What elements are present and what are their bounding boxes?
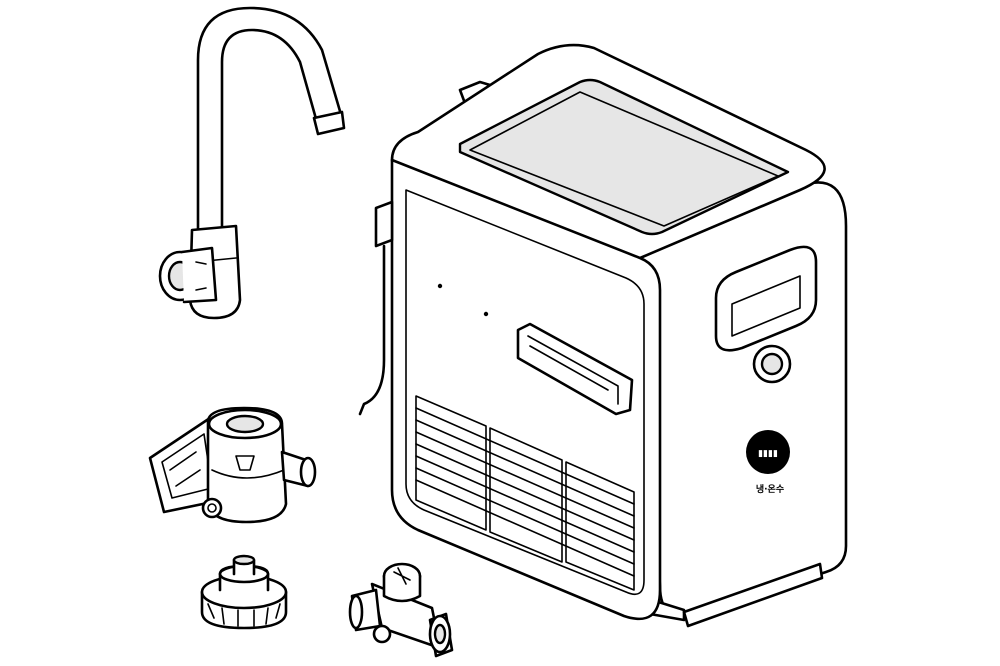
badge-caption: 냉·온수 [756, 483, 784, 495]
brand-badge: ▮▮▮▮ 냉·온수 [746, 430, 790, 495]
filter-cap [200, 554, 288, 630]
filter-head-bracket [148, 406, 317, 524]
faucet [158, 6, 346, 320]
water-purifier-unit: ▮▮▮▮ 냉·온수 [358, 43, 848, 628]
feed-water-valve [348, 562, 454, 658]
front-vents [415, 395, 635, 591]
badge-text: ▮▮▮▮ [758, 449, 778, 459]
